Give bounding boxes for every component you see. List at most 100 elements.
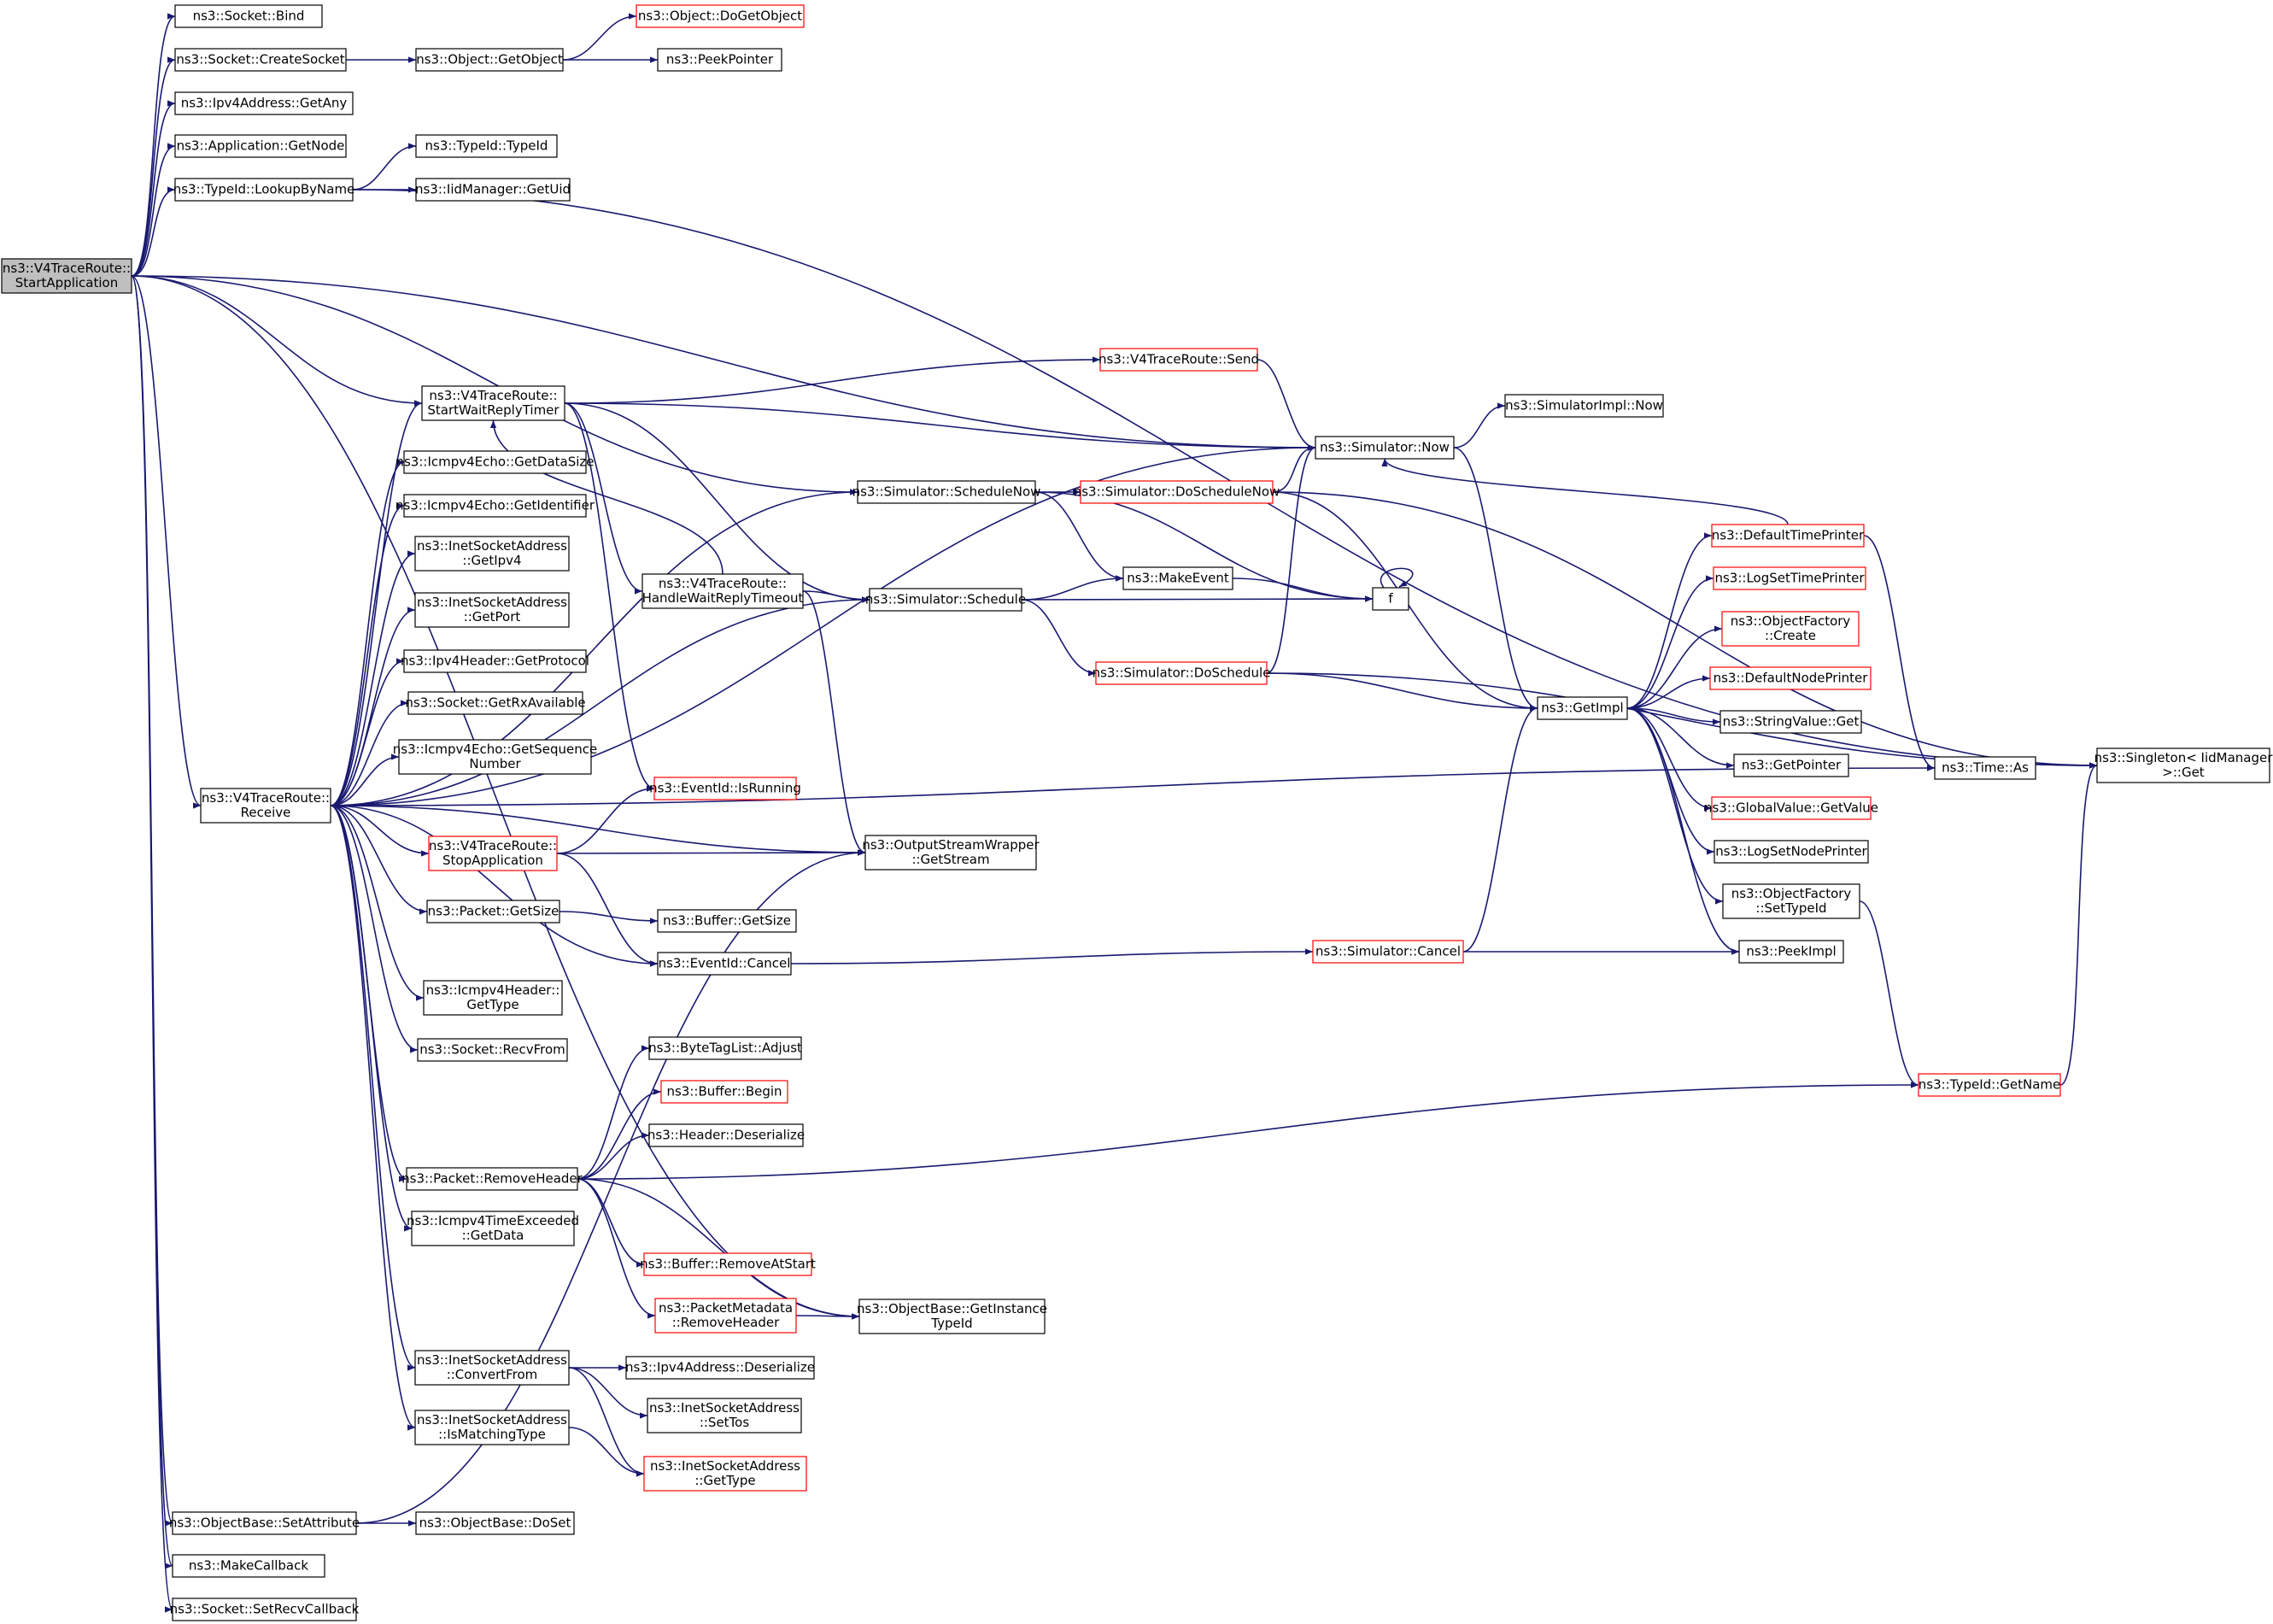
node-typeid[interactable]: ns3::TypeId::TypeId: [415, 134, 558, 158]
node-f[interactable]: f: [1372, 587, 1409, 611]
node-deserialize[interactable]: ns3::Header::Deserialize: [647, 1123, 805, 1147]
node-implnow[interactable]: ns3::SimulatorImpl::Now: [1504, 394, 1664, 418]
node-getport[interactable]: ns3::InetSocketAddress::GetPort: [414, 592, 570, 628]
node-label: ns3::ObjectBase::GetInstance: [857, 1301, 1047, 1316]
node-recvfrom[interactable]: ns3::Socket::RecvFrom: [417, 1038, 568, 1062]
node-label: ns3::Header::Deserialize: [647, 1128, 805, 1143]
node-buffergetsize[interactable]: ns3::Buffer::GetSize: [657, 909, 797, 933]
node-dosched[interactable]: ns3::Simulator::DoSchedule: [1093, 661, 1271, 685]
node-singleton[interactable]: ns3::Singleton< IidManager >::Get: [2094, 748, 2273, 783]
node-bufferbegin[interactable]: ns3::Buffer::Begin: [660, 1080, 788, 1104]
edge-receive-to-getidentifier: [330, 502, 405, 806]
node-box: [1934, 756, 2036, 780]
node-pmremoveheader[interactable]: ns3::PacketMetadata::RemoveHeader: [654, 1298, 797, 1334]
edge-start-to-receive: [131, 275, 202, 809]
node-label: ns3::Socket::CreateSocket: [176, 52, 344, 67]
node-box: [428, 835, 558, 871]
node-removeheader[interactable]: ns3::Packet::RemoveHeader: [401, 1167, 583, 1191]
node-box: [172, 1598, 357, 1621]
node-start[interactable]: ns3::V4TraceRoute::StartApplication: [1, 258, 132, 294]
node-label: ns3::SimulatorImpl::Now: [1505, 398, 1663, 413]
node-isagettype[interactable]: ns3::InetSocketAddress::GetType: [643, 1456, 807, 1492]
node-getidentifier[interactable]: ns3::Icmpv4Echo::GetIdentifier: [395, 494, 595, 518]
node-box: [864, 835, 1037, 871]
node-getnode[interactable]: ns3::Application::GetNode: [174, 134, 347, 158]
node-box: [423, 980, 563, 1016]
node-send[interactable]: ns3::V4TraceRoute::Send: [1098, 348, 1259, 372]
node-box: [414, 1350, 570, 1386]
node-timeas[interactable]: ns3::Time::As: [1934, 756, 2036, 780]
node-getobject[interactable]: ns3::Object::GetObject: [415, 48, 564, 72]
node-createsocket[interactable]: ns3::Socket::CreateSocket: [174, 48, 347, 72]
node-gettype4[interactable]: ns3::Icmpv4Header::GetType: [423, 980, 563, 1016]
edge-removeheader-to-bufferbegin: [577, 1088, 662, 1180]
edge-makeevent-to-f: [1232, 577, 1374, 602]
node-getpointer[interactable]: ns3::GetPointer: [1733, 753, 1849, 777]
node-startwait[interactable]: ns3::V4TraceRoute::StartWaitReplyTimer: [421, 385, 565, 421]
node-getprotocol[interactable]: ns3::Ipv4Header::GetProtocol: [401, 649, 589, 673]
node-getuid[interactable]: ns3::IidManager::GetUid: [415, 178, 571, 202]
node-tegetdata[interactable]: ns3::Icmpv4TimeExceeded::GetData: [407, 1211, 579, 1246]
node-makeevent[interactable]: ns3::MakeEvent: [1122, 566, 1233, 590]
node-getdatasize[interactable]: ns3::Icmpv4Echo::GetDataSize: [395, 450, 595, 474]
node-getany[interactable]: ns3::Ipv4Address::GetAny: [174, 91, 354, 115]
node-ofcreate[interactable]: ns3::ObjectFactory::Create: [1721, 611, 1860, 647]
node-isrunning[interactable]: ns3::EventId::IsRunning: [649, 777, 801, 800]
node-stringget[interactable]: ns3::StringValue::Get: [1719, 710, 1862, 734]
edge-convertfrom-to-settos: [568, 1367, 648, 1419]
node-receive[interactable]: ns3::V4TraceRoute::Receive: [200, 788, 331, 824]
node-bind[interactable]: ns3::Socket::Bind: [174, 4, 323, 28]
node-typeidgetname[interactable]: ns3::TypeId::GetName: [1918, 1073, 2061, 1097]
node-defnodeprinter[interactable]: ns3::DefaultNodePrinter: [1709, 666, 1872, 690]
node-eventcancel[interactable]: ns3::EventId::Cancel: [657, 952, 792, 976]
node-schedulenow[interactable]: ns3::Simulator::ScheduleNow: [852, 480, 1041, 504]
node-getimpl[interactable]: ns3::GetImpl: [1537, 696, 1628, 720]
node-doschednow[interactable]: ns3::Simulator::DoScheduleNow: [1074, 480, 1280, 504]
node-setattribute[interactable]: ns3::ObjectBase::SetAttribute: [169, 1511, 360, 1535]
node-getipv4[interactable]: ns3::InetSocketAddress::GetIpv4: [414, 536, 570, 572]
node-settos[interactable]: ns3::InetSocketAddress::SetTos: [647, 1398, 802, 1433]
node-pktgetsize[interactable]: ns3::Packet::GetSize: [426, 900, 560, 923]
edge-ofsettypeid-to-typeidgetname: [1859, 900, 1919, 1088]
node-simcancel[interactable]: ns3::Simulator::Cancel: [1312, 940, 1464, 964]
node-lookup[interactable]: ns3::TypeId::LookupByName: [173, 178, 355, 202]
node-ofsettypeid[interactable]: ns3::ObjectFactory::SetTypeId: [1722, 883, 1860, 919]
node-removeatstart[interactable]: ns3::Buffer::RemoveAtStart: [640, 1252, 816, 1276]
node-ismatching[interactable]: ns3::InetSocketAddress::IsMatchingType: [414, 1410, 570, 1445]
node-doset[interactable]: ns3::ObjectBase::DoSet: [415, 1511, 575, 1535]
node-now[interactable]: ns3::Simulator::Now: [1315, 436, 1455, 460]
node-label: ns3::ObjectFactory: [1731, 613, 1851, 629]
node-schedule[interactable]: ns3::Simulator::Schedule: [865, 588, 1026, 612]
edge-start-to-now: [131, 275, 1316, 451]
node-handlewait[interactable]: ns3::V4TraceRoute::HandleWaitReplyTimeou…: [641, 573, 804, 609]
node-getrx[interactable]: ns3::Socket::GetRxAvailable: [405, 691, 586, 715]
node-label: ns3::IidManager::GetUid: [415, 182, 571, 197]
node-peekimpl[interactable]: ns3::PeekImpl: [1738, 940, 1844, 964]
node-gvgetvalue[interactable]: ns3::GlobalValue::GetValue: [1704, 796, 1878, 820]
node-logsetnode[interactable]: ns3::LogSetNodePrinter: [1714, 840, 1869, 864]
edge-doschednow-to-singleton: [1272, 491, 2098, 769]
node-adjust[interactable]: ns3::ByteTagList::Adjust: [648, 1036, 802, 1060]
node-box: [1711, 796, 1872, 820]
node-label: ns3::V4TraceRoute::: [429, 838, 557, 853]
node-makecallback[interactable]: ns3::MakeCallback: [172, 1554, 325, 1578]
node-dogetobject[interactable]: ns3::Object::DoGetObject: [636, 4, 805, 28]
node-deftimeprinter[interactable]: ns3::DefaultTimePrinter: [1711, 524, 1865, 548]
node-box: [414, 592, 570, 628]
node-label: ::GetPort: [464, 609, 521, 624]
node-getstream[interactable]: ns3::OutputStreamWrapper::GetStream: [862, 835, 1040, 871]
node-stopapp[interactable]: ns3::V4TraceRoute::StopApplication: [428, 835, 558, 871]
node-ipv4deser[interactable]: ns3::Ipv4Address::Deserialize: [625, 1356, 815, 1380]
node-label: ns3::OutputStreamWrapper: [862, 837, 1040, 853]
node-logsettime[interactable]: ns3::LogSetTimePrinter: [1713, 566, 1866, 590]
node-label: ns3::GetPointer: [1742, 758, 1842, 773]
node-convertfrom[interactable]: ns3::InetSocketAddress::ConvertFrom: [414, 1350, 570, 1386]
node-box: [1713, 566, 1866, 590]
node-label: ns3::ByteTagList::Adjust: [648, 1041, 802, 1056]
node-label: ns3::ObjectBase::SetAttribute: [169, 1516, 360, 1531]
node-setrecvcb[interactable]: ns3::Socket::SetRecvCallback: [170, 1598, 360, 1621]
edge-getimpl-to-peekimpl: [1626, 707, 1740, 955]
node-peekpointer[interactable]: ns3::PeekPointer: [657, 48, 782, 72]
